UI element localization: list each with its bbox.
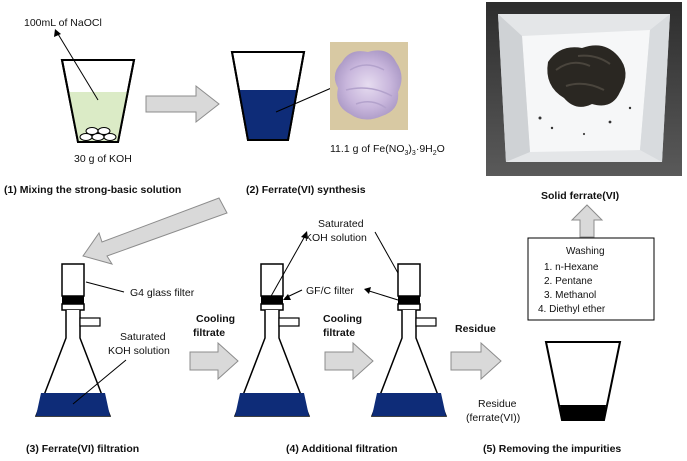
step4-caption: (4) Additional filtration [286, 443, 398, 455]
sat-koh-label-1-line2: KOH solution [108, 345, 170, 357]
sat-koh-label-1-line1: Saturated [120, 331, 166, 343]
step4-filter-flask-b [370, 263, 448, 417]
cooling-label-2-line2: filtrate [323, 327, 355, 339]
washing-title: Washing [566, 246, 605, 257]
washing-item-2: 2. Pentane [544, 276, 593, 287]
residue-arrow: Residue [450, 323, 502, 381]
washing-item-1: 1. n-Hexane [544, 262, 599, 273]
step3-caption: (3) Ferrate(VI) filtration [26, 443, 139, 455]
arrow-step1-to-step2 [145, 84, 220, 124]
residue-label-line1: Residue [478, 398, 517, 410]
step1-caption: (1) Mixing the strong-basic solution [4, 184, 181, 196]
step2-caption: (2) Ferrate(VI) synthesis [246, 184, 366, 196]
iron-nitrate-label: 11.1 g of Fe(NO3)3·9H2O [330, 143, 445, 157]
g4-filter-label: G4 glass filter [130, 287, 195, 299]
step1-beaker: 100mL of NaOCl 30 g of KOH (1) Mixing th… [4, 17, 181, 196]
step4-filter-flask-a [233, 231, 311, 417]
cooling-label-1-line2: filtrate [193, 327, 225, 339]
step5-caption: (5) Removing the impurities [483, 443, 621, 455]
washing-box: Washing 1. n-Hexane 2. Pentane 3. Methan… [527, 237, 655, 321]
cooling-arrow-1: Cooling filtrate [189, 313, 239, 381]
cooling-arrow-2: Cooling filtrate [323, 313, 374, 381]
residue-label-line2: (ferrate(VI)) [466, 412, 520, 424]
up-arrow-to-solid [570, 204, 604, 238]
powder-pointer [275, 85, 337, 113]
gfc-filter-label: GF/C filter [306, 285, 354, 297]
cooling-label-1-line1: Cooling [196, 313, 235, 325]
sat-koh-label-2-line1: Saturated [318, 218, 364, 230]
cooling-label-2-line1: Cooling [323, 313, 362, 325]
residue-arrow-label: Residue [455, 323, 496, 335]
sat-koh-label-2-line2: KOH solution [305, 232, 367, 244]
naocl-pointer [57, 33, 99, 101]
solid-ferrate-label: Solid ferrate(VI) [541, 190, 619, 202]
arrow-step2-to-step3 [82, 197, 228, 265]
step3-filter-flask: G4 glass filter Saturated KOH solution (… [26, 263, 195, 455]
koh-pellets [79, 127, 117, 141]
koh-label: 30 g of KOH [74, 153, 132, 165]
step5-residue-beaker: Residue (ferrate(VI)) (5) Removing the i… [466, 341, 621, 455]
solid-ferrate-photo [486, 2, 682, 176]
washing-item-3: 3. Methanol [544, 290, 596, 301]
naocl-label: 100mL of NaOCl [24, 17, 102, 29]
washing-item-4: 4. Diethyl ether [538, 304, 606, 315]
iron-nitrate-powder-photo [330, 42, 408, 130]
step2-beaker: (2) Ferrate(VI) synthesis [230, 51, 366, 196]
